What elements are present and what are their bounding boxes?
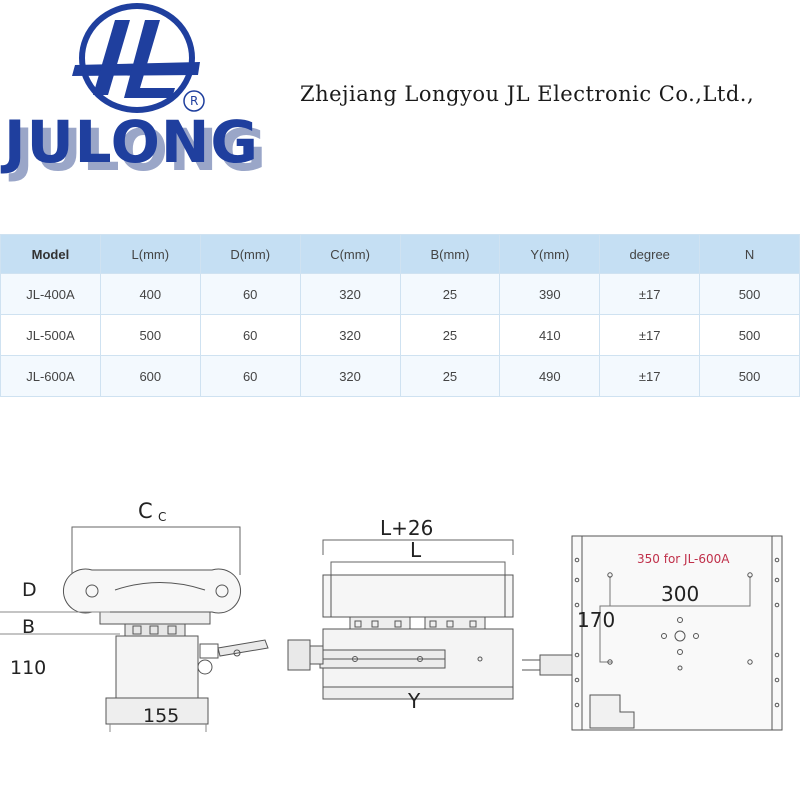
table-row: JL-400A 400 60 320 25 390 ±17 500 [0, 273, 800, 315]
dim-110: 110 [10, 657, 46, 679]
header-model: Model [0, 234, 101, 274]
spec-table: Model L(mm) D(mm) C(mm) B(mm) Y(mm) degr… [0, 234, 800, 397]
cell: 500 [99, 314, 201, 356]
dim-l-plus-26: L+26 [380, 516, 433, 540]
top-view-drawing [522, 535, 783, 731]
header-y: Y(mm) [499, 234, 601, 274]
table-row: JL-600A 600 60 320 25 490 ±17 500 [0, 355, 800, 397]
side-view-drawing [0, 526, 269, 732]
dim-c: C [138, 499, 153, 523]
header-b: B(mm) [399, 234, 501, 274]
cell: 320 [299, 314, 401, 356]
table-header-row: Model L(mm) D(mm) C(mm) B(mm) Y(mm) degr… [0, 234, 800, 274]
dim-y: Y [407, 689, 421, 713]
cell: 25 [399, 355, 501, 397]
cell: 320 [299, 273, 401, 315]
cell: 500 [699, 314, 800, 356]
cell: 410 [499, 314, 601, 356]
cell: JL-600A [0, 355, 101, 397]
logo-wordmark: JULONG [0, 108, 259, 176]
header-l: L(mm) [99, 234, 201, 274]
cell: 60 [199, 314, 301, 356]
cell: 320 [299, 355, 401, 397]
dim-300: 300 [661, 582, 699, 606]
header-degree: degree [599, 234, 701, 274]
dim-c-small: C [158, 510, 166, 524]
cell: JL-400A [0, 273, 101, 315]
technical-drawings: C C D B 110 155 L+26 L Y [0, 499, 783, 732]
cell: 500 [699, 273, 800, 315]
cell: ±17 [599, 273, 701, 315]
front-view-drawing [287, 539, 514, 700]
header-n: N [699, 234, 800, 274]
dim-d: D [22, 579, 37, 601]
cell: 400 [99, 273, 201, 315]
table-row: JL-500A 500 60 320 25 410 ±17 500 [0, 314, 800, 356]
cell: 600 [99, 355, 201, 397]
dim-155: 155 [143, 705, 179, 727]
cell: 500 [699, 355, 800, 397]
registered-mark: R [190, 94, 198, 108]
company-name: Zhejiang Longyou JL Electronic Co.,Ltd., [300, 82, 755, 106]
dim-170: 170 [577, 608, 615, 632]
cell: 390 [499, 273, 601, 315]
cell: 60 [199, 355, 301, 397]
cell: 490 [499, 355, 601, 397]
julong-logo: R JULONG JULONG [0, 3, 267, 184]
header-d: D(mm) [199, 234, 301, 274]
logo-emblem: R [72, 3, 205, 113]
cell: 25 [399, 314, 501, 356]
cell: ±17 [599, 314, 701, 356]
cell: 60 [199, 273, 301, 315]
logo-wordmark-shadow: JULONG [8, 116, 267, 184]
cell: 25 [399, 273, 501, 315]
header-c: C(mm) [299, 234, 401, 274]
note-jl-600a: 350 for JL-600A [637, 552, 730, 566]
dim-l: L [410, 538, 422, 562]
cell: ±17 [599, 355, 701, 397]
dim-b: B [22, 616, 35, 638]
cell: JL-500A [0, 314, 101, 356]
